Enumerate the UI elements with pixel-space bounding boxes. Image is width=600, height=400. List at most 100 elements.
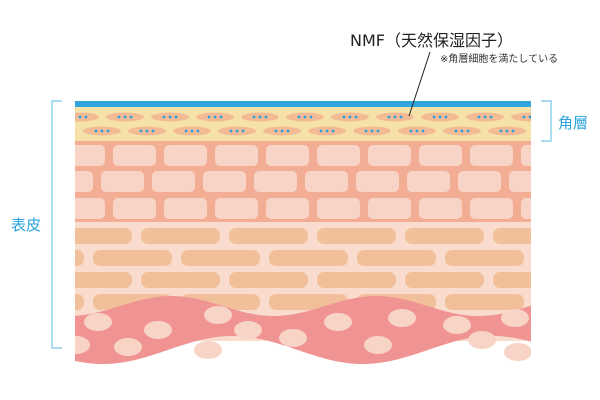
- nmf-dot: [535, 116, 538, 119]
- spinous-cell: [0, 272, 44, 288]
- spinous-cell: [75, 272, 132, 288]
- granular-cell: [407, 171, 450, 192]
- nmf-dot: [409, 129, 413, 133]
- dermis-cell: [75, 336, 90, 354]
- spinous-cell: [445, 250, 524, 266]
- granular-cell: [317, 145, 360, 166]
- nmf-dot: [229, 129, 233, 133]
- nmf-dot: [364, 129, 368, 133]
- nmf-dot: [297, 115, 301, 119]
- nmf-dot: [399, 115, 403, 119]
- granular-cell: [215, 145, 258, 166]
- nmf-dot: [34, 116, 37, 119]
- nmf-dot: [168, 115, 172, 119]
- nmf-dot: [235, 129, 239, 133]
- granular-cell: [215, 198, 258, 219]
- nmf-dot: [505, 129, 509, 133]
- spinous-cell: [405, 272, 484, 288]
- spinous-cell: [75, 228, 132, 244]
- nmf-dot: [511, 129, 515, 133]
- nmf-dot: [325, 129, 329, 133]
- spinous-cell: [141, 228, 220, 244]
- granular-cell: [164, 145, 207, 166]
- granular-cell: [101, 171, 144, 192]
- spinous-cell: [75, 294, 84, 310]
- granular-cell: [75, 171, 93, 192]
- stratum-corneum-layer: [75, 107, 531, 141]
- corneum-cell: [16, 113, 54, 122]
- nmf-dot: [219, 115, 223, 119]
- nmf-dot: [421, 129, 425, 133]
- granular-cell: [521, 145, 531, 166]
- dermis-cell: [279, 329, 307, 347]
- dermis-cell: [501, 309, 529, 327]
- nmf-dot: [444, 115, 448, 119]
- granular-cell: [254, 171, 297, 192]
- nmf-dot: [342, 115, 346, 119]
- nmf-dot: [370, 129, 374, 133]
- dermis-cell: [504, 343, 531, 361]
- granular-cell: [458, 171, 501, 192]
- nmf-dot: [460, 129, 464, 133]
- dermis-cell: [364, 336, 392, 354]
- nmf-dot: [184, 129, 188, 133]
- skin-surface: [75, 101, 531, 107]
- granular-cell: [203, 171, 246, 192]
- nmf-dot: [252, 115, 256, 119]
- nmf-dot: [354, 115, 358, 119]
- stratum-corneum-bracket: [541, 100, 552, 142]
- granular-cell: [113, 145, 156, 166]
- granular-cell: [419, 198, 462, 219]
- nmf-dot: [499, 129, 503, 133]
- nmf-dot: [196, 129, 200, 133]
- nmf-dot: [454, 129, 458, 133]
- nmf-dot: [174, 115, 178, 119]
- granular-cell: [470, 145, 513, 166]
- granular-cell: [75, 198, 105, 219]
- granular-cell: [152, 171, 195, 192]
- nmf-dot: [94, 129, 98, 133]
- nmf-dot: [56, 130, 59, 133]
- nmf-dot: [528, 115, 531, 119]
- spinous-cell: [445, 294, 524, 310]
- nmf-dot: [78, 115, 82, 119]
- spinous-cell: [405, 228, 484, 244]
- granular-cell: [509, 171, 531, 192]
- granular-cell: [356, 171, 399, 192]
- nmf-dot: [123, 115, 127, 119]
- spinous-cell: [317, 228, 396, 244]
- nmf-dot: [258, 115, 262, 119]
- nmf-dot: [100, 129, 104, 133]
- spinous-cell: [229, 272, 308, 288]
- nmf-note: ※角層細胞を満たしている: [440, 54, 559, 65]
- nmf-dot: [40, 116, 43, 119]
- nmf-dot: [145, 129, 149, 133]
- dermis-cell: [144, 321, 172, 339]
- nmf-dot: [75, 116, 76, 118]
- spinous-cell: [493, 272, 531, 288]
- spinous-cell: [493, 228, 531, 244]
- nmf-dot: [106, 129, 110, 133]
- granular-cell: [368, 145, 411, 166]
- granular-cell: [521, 198, 531, 219]
- nmf-dot: [303, 115, 307, 119]
- dermis-cell: [194, 341, 222, 359]
- dermis-cell: [388, 309, 416, 327]
- spinous-cell: [75, 250, 84, 266]
- dermis-cell: [468, 331, 496, 349]
- nmf-leader-line: [408, 51, 431, 117]
- spinous-cell: [269, 250, 348, 266]
- stratum-corneum-label: 角層: [558, 114, 589, 132]
- dermis-cell: [443, 316, 471, 334]
- nmf-dot: [489, 115, 493, 119]
- nmf-label: NMF（天然保湿因子）: [350, 31, 513, 50]
- nmf-dot: [190, 129, 194, 133]
- nmf-dot: [28, 116, 31, 119]
- spinous-cell: [93, 250, 172, 266]
- granular-cell: [164, 198, 207, 219]
- nmf-dot: [376, 129, 380, 133]
- spinous-cell: [357, 250, 436, 266]
- granular-cell: [266, 145, 309, 166]
- spinous-cell: [229, 228, 308, 244]
- nmf-dot: [117, 115, 121, 119]
